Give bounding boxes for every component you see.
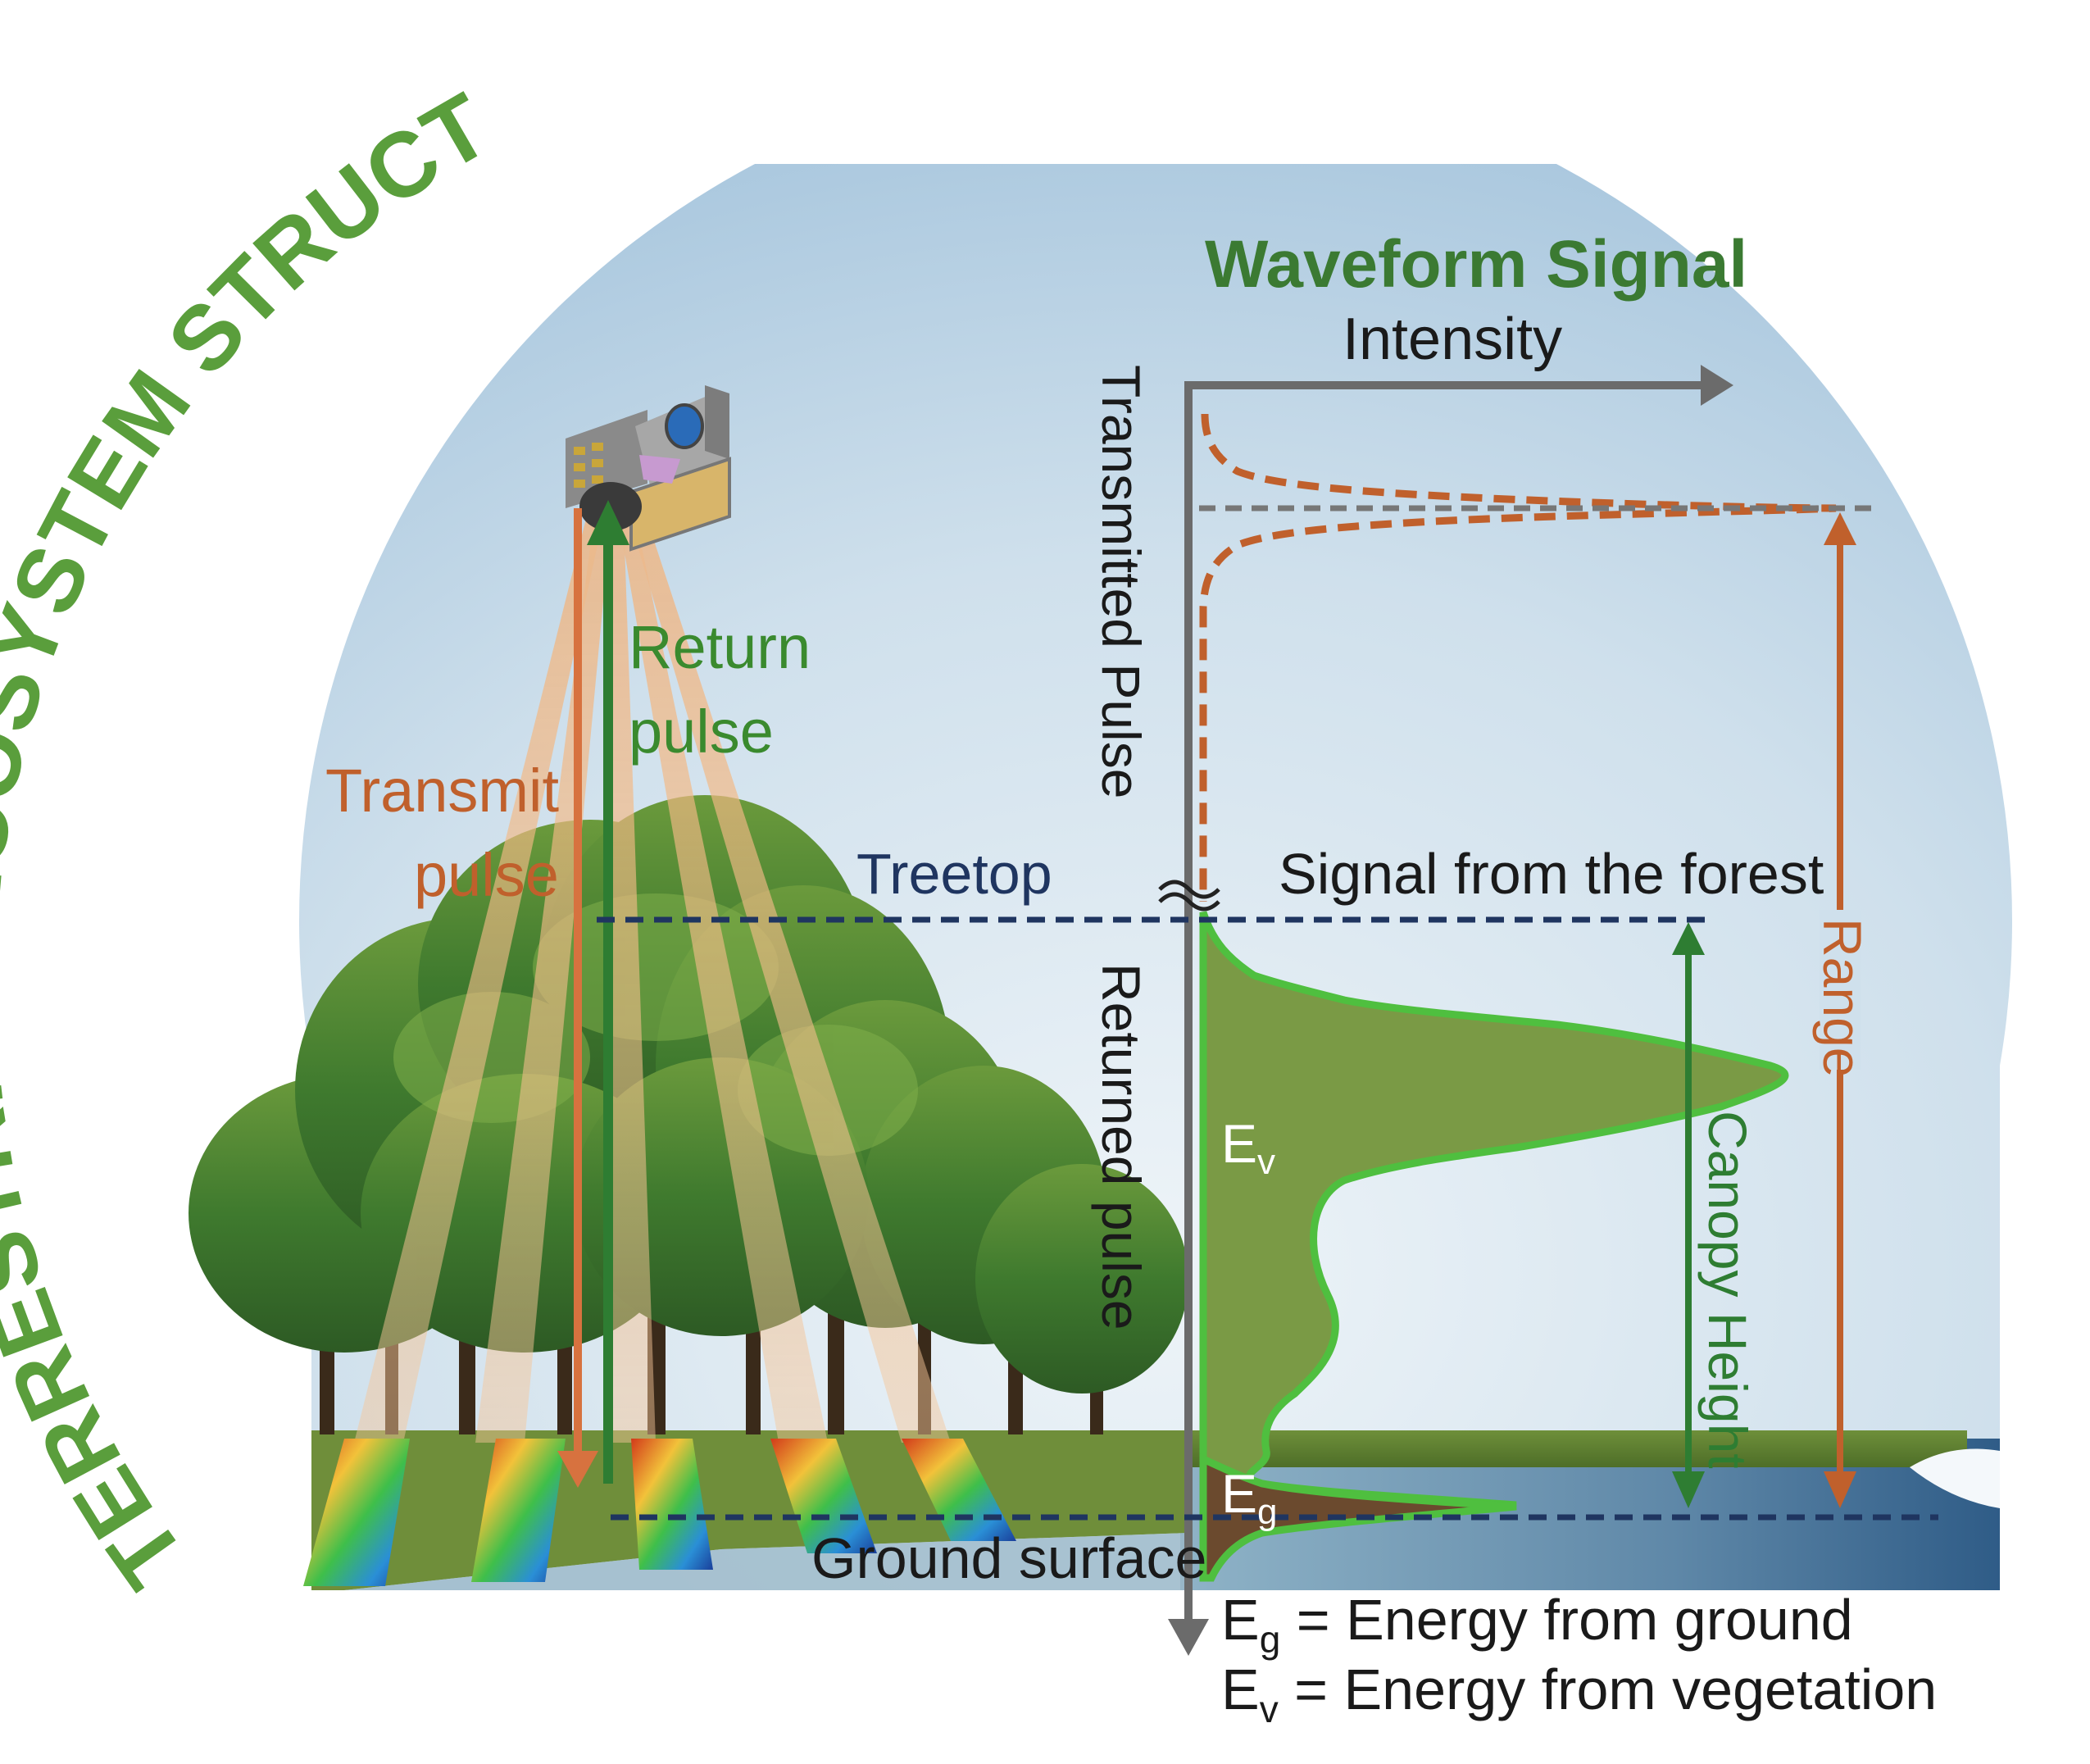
- transmit-arrow: [557, 508, 598, 1488]
- x-axis-label-intensity: Intensity: [1343, 307, 1562, 372]
- beam-1: [354, 496, 608, 1443]
- legend-ev: Ev = Energy from vegetation: [1221, 1657, 1937, 1730]
- range-label-bg: [1820, 910, 1861, 1070]
- footprint-1: [303, 1439, 410, 1586]
- transmit-label-line1: Transmit: [325, 757, 559, 825]
- eg-marker: Eg: [1221, 1463, 1278, 1532]
- range-label: Range: [1812, 918, 1873, 1078]
- x-axis-arrowhead: [1701, 365, 1733, 406]
- laser-beams: [354, 496, 951, 1443]
- ground-surface-label: Ground surface: [811, 1526, 1206, 1590]
- forest-signal-label: Signal from the forest: [1279, 842, 1824, 906]
- snow-shore: [1910, 1448, 2000, 1508]
- beam-3: [607, 496, 656, 1443]
- waveform-title: Waveform Signal: [1205, 227, 1747, 302]
- y-axis-arrowhead: [1168, 1619, 1209, 1656]
- returned-pulse-label: Returned pulse: [1091, 963, 1152, 1330]
- beam-5: [623, 496, 951, 1443]
- satellite-lens: [665, 403, 704, 449]
- ev-marker: Ev: [1221, 1113, 1275, 1182]
- satellite-panel-bottom: [629, 457, 731, 552]
- axis-break-mark: [1158, 880, 1220, 912]
- transmitted-pulse-label: Transmitted Pulse: [1091, 365, 1152, 798]
- canopy-height-label: Canopy Height: [1697, 1111, 1758, 1469]
- legend-eg: Eg = Energy from ground: [1221, 1588, 1853, 1661]
- ground-shore: [344, 1533, 1188, 1590]
- vegetation-waveform: [1199, 911, 1789, 1509]
- footprint-3: [631, 1439, 713, 1570]
- waveform-axes: [1168, 365, 1733, 1656]
- return-arrow: [587, 500, 629, 1484]
- return-label-line1: Return: [629, 613, 811, 681]
- treetop-label: Treetop: [856, 842, 1052, 906]
- footprint-4: [770, 1439, 877, 1553]
- transmit-label-line2: pulse: [414, 841, 559, 909]
- return-label-line2: pulse: [629, 698, 774, 766]
- canopy-height-arrow: [1672, 922, 1705, 1508]
- beam-4: [615, 496, 828, 1443]
- footprint-2: [471, 1439, 566, 1582]
- satellite-panel-left: [566, 410, 647, 508]
